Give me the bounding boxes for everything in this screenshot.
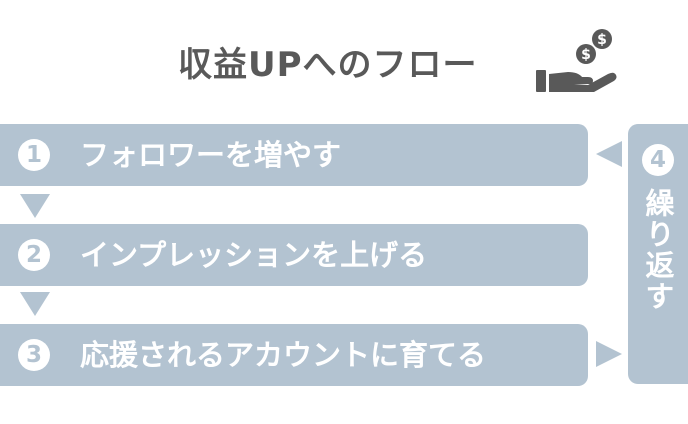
repeat-label: 繰り返す [641,188,675,312]
page-title: 収益UPへのフロー [178,45,478,85]
down-arrow-icon [20,194,50,218]
step-number-badge: 4 [642,144,674,176]
step-3: 3 応援されるアカウントに育てる [0,324,588,386]
step-label: 応援されるアカウントに育てる [80,338,487,372]
step-label: インプレッションを上げる [80,238,428,272]
step-number-badge: 1 [18,139,50,171]
repeat-step: 4 繰り返す [628,124,688,384]
svg-text:$: $ [597,32,607,48]
svg-text:$: $ [581,47,591,63]
money-hand-icon: $ $ [536,29,617,92]
step-number-badge: 3 [18,339,50,371]
down-arrow-icon [20,292,50,316]
right-arrow-icon [596,341,622,367]
left-arrow-icon [596,141,622,167]
step-2: 2 インプレッションを上げる [0,224,588,286]
step-label: フォロワーを増やす [80,138,342,172]
step-1: 1 フォロワーを増やす [0,124,588,186]
step-number-badge: 2 [18,239,50,271]
